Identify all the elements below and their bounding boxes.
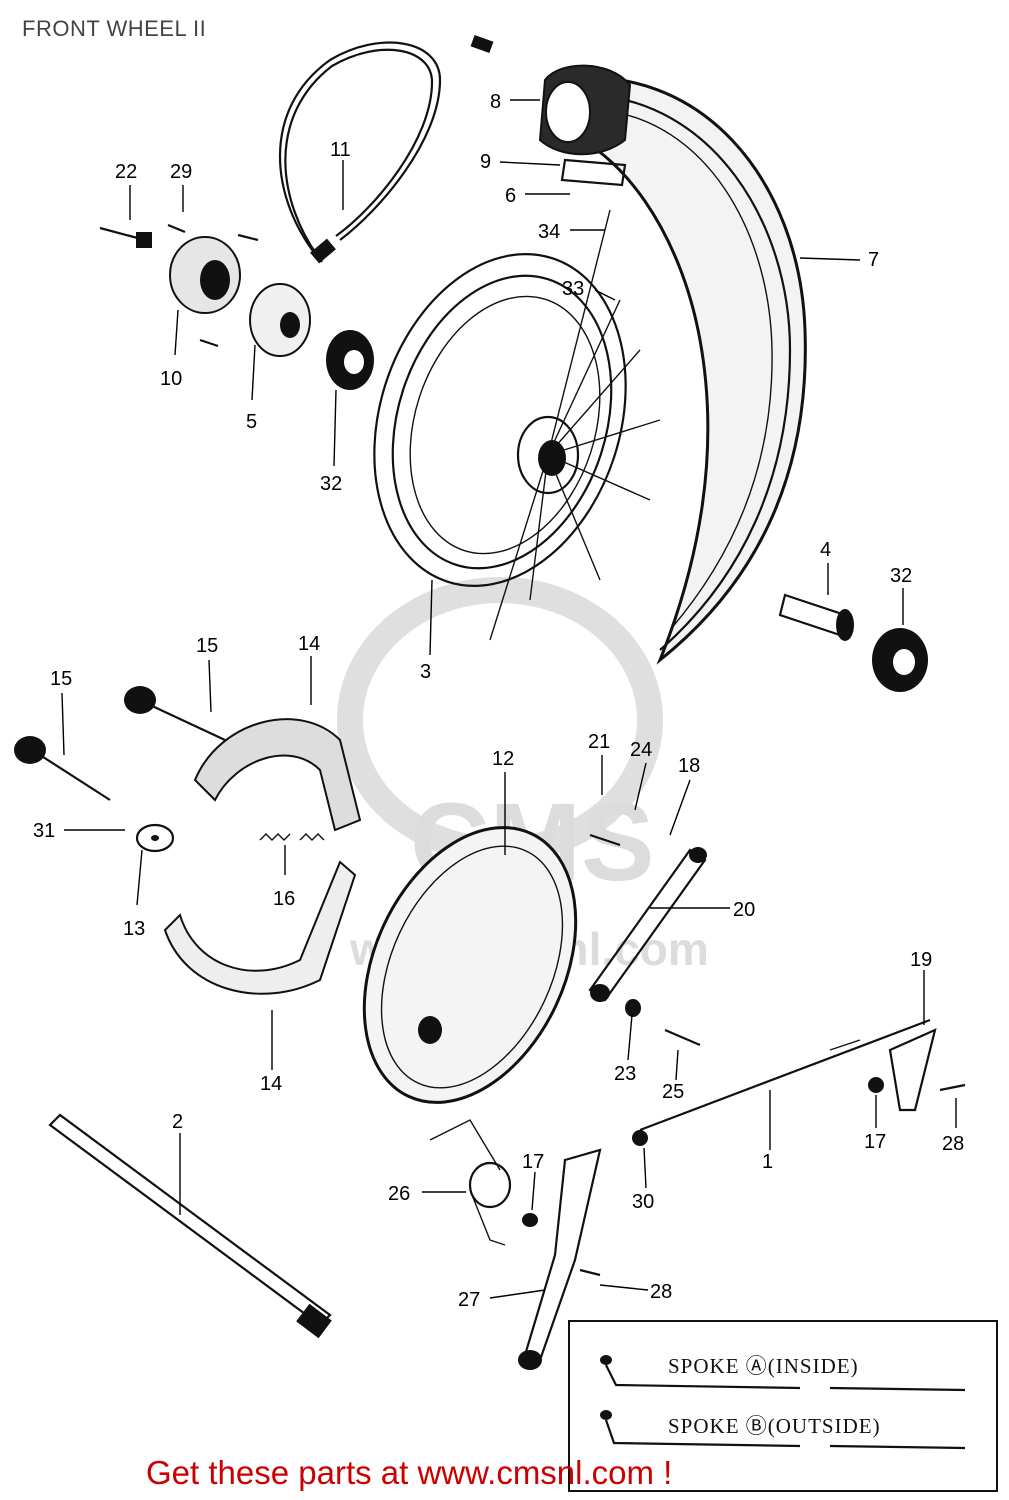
callout-9: 9: [480, 151, 491, 173]
brake-spring: [429, 1119, 512, 1246]
callout-15-b: 15: [50, 668, 72, 690]
callout-labels: 8 9 6 34 33 7 11 22 29 10 5 32 3 4 32 15…: [33, 91, 964, 1311]
tube-valve: [538, 64, 632, 156]
tire: [558, 76, 807, 665]
page-title: FRONT WHEEL II: [22, 16, 207, 41]
callout-13: 13: [123, 918, 145, 940]
spoke-b-icon: [600, 1410, 966, 1450]
callout-16: 16: [273, 888, 295, 910]
spoke-b-label: SPOKE Ⓑ(OUTSIDE): [668, 1414, 881, 1438]
brake-panel: [362, 826, 578, 1104]
brake-shoe-springs: [259, 833, 325, 841]
callout-14-b: 14: [260, 1073, 282, 1095]
callout-23: 25: [662, 1081, 684, 1103]
callout-15-a: 15: [196, 635, 218, 657]
callout-33: 33: [562, 278, 584, 300]
callout-2: 2: [172, 1111, 183, 1133]
callout-28-right: 28: [942, 1133, 964, 1155]
callout-5: 5: [246, 411, 257, 433]
callout-11: 11: [330, 139, 351, 161]
spokes: [489, 209, 661, 641]
callout-14-a: 14: [298, 633, 320, 655]
spoke-a-label: SPOKE Ⓐ(INSIDE): [668, 1354, 859, 1378]
spoke-legend: SPOKE Ⓐ(INSIDE) SPOKE Ⓑ(OUTSIDE): [568, 1320, 998, 1492]
callout-10: 10: [160, 368, 182, 390]
callout-17-center: 17: [522, 1151, 544, 1173]
speedometer-gearbox: [169, 236, 241, 314]
callout-21: 18: [678, 755, 700, 777]
brake-adjuster: [888, 1028, 937, 1112]
bolt: [99, 226, 152, 248]
callout-20: 20: [733, 899, 755, 921]
small-bolts: [167, 223, 966, 1277]
callout-28-center: 28: [650, 1281, 672, 1303]
callout-4: 4: [820, 539, 831, 561]
bearing-right: [872, 628, 928, 692]
callout-26: 23: [614, 1063, 636, 1085]
brake-cam-1: [124, 686, 226, 741]
callout-31: 31: [33, 820, 55, 842]
brake-cable-lever: [518, 1148, 602, 1370]
speedometer-cable: [278, 34, 494, 264]
rim-band: [560, 158, 627, 187]
brake-shoe-lower: [163, 860, 357, 995]
callout-6: 6: [505, 185, 516, 207]
callout-22: 26: [388, 1183, 410, 1205]
callout-29: 29: [170, 161, 192, 183]
brake-arm: [588, 847, 707, 1002]
callout-17-right: 17: [864, 1131, 886, 1153]
callout-12: 12: [492, 748, 514, 770]
callout-7: 7: [868, 249, 879, 271]
callout-1: 1: [762, 1151, 773, 1173]
cmsnl-parts-link[interactable]: Get these parts at www.cmsnl.com !: [146, 1454, 673, 1491]
bearing-left: [326, 330, 374, 390]
brake-shoe-upper: [193, 718, 362, 832]
brake-cable: [639, 1018, 931, 1132]
washer: [135, 823, 175, 853]
callout-27: 24: [630, 739, 652, 761]
callout-24: 21: [588, 731, 610, 753]
callout-32-left: 32: [320, 473, 342, 495]
callout-8: 8: [490, 91, 501, 113]
leader-lines: [61, 99, 957, 1299]
spoke-a-icon: [600, 1355, 966, 1392]
callout-25: 22: [115, 161, 137, 183]
front-axle: [48, 1113, 332, 1339]
callout-18: 27: [458, 1289, 480, 1311]
rim: [373, 253, 627, 587]
callout-30: 30: [632, 1191, 654, 1213]
distance-collar: [778, 593, 854, 641]
callout-3: 3: [420, 661, 431, 683]
callout-19: 19: [910, 949, 932, 971]
callout-34: 34: [538, 221, 560, 243]
brake-cam-2: [14, 736, 111, 801]
callout-32-right: 32: [890, 565, 912, 587]
speedometer-gear-retainer: [249, 283, 311, 357]
